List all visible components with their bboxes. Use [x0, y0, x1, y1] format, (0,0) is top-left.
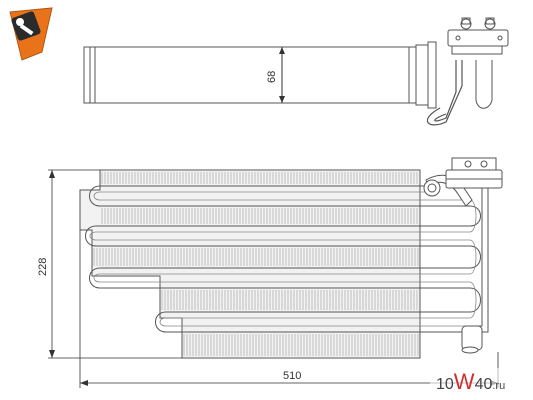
fin-block: [79, 169, 421, 359]
front-view-width-dim-label: 510: [283, 370, 301, 382]
outlet-pipes: [423, 174, 489, 354]
site-watermark: 10W40.ru: [430, 368, 533, 400]
front-view: [79, 157, 503, 359]
front-view-height-dim-label: 228: [37, 258, 49, 276]
watermark-middle: W: [454, 369, 475, 394]
svg-text:10W40.ru: 10W40.ru: [436, 369, 505, 394]
easyfit-badge: easyfit: [0, 0, 58, 79]
top-view: [83, 17, 509, 126]
connector-flange: [445, 157, 503, 189]
wrench-icon: [11, 11, 41, 41]
watermark-prefix: 10: [436, 376, 454, 393]
top-view-height-dim-label: 68: [266, 71, 278, 83]
watermark-digits: 40: [475, 376, 493, 393]
watermark-suffix: .ru: [492, 380, 505, 392]
